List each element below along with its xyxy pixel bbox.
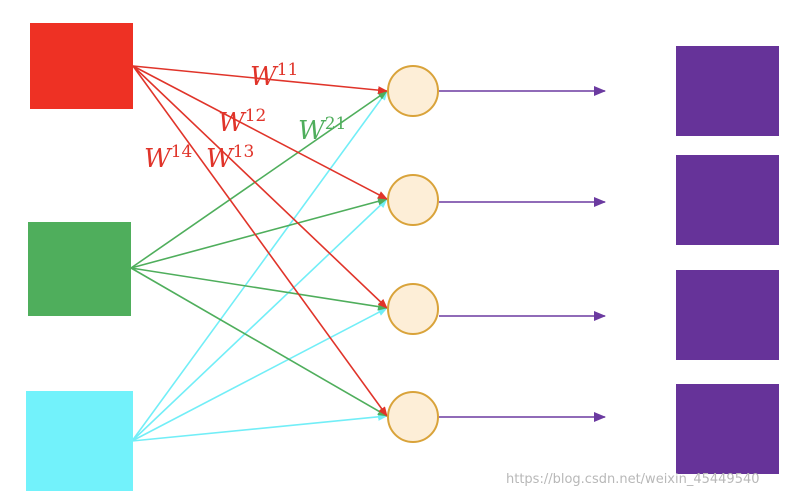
edge-red-to-node-2 (132, 65, 388, 200)
green-input-square (28, 222, 131, 316)
edge-green-to-node-4 (130, 267, 388, 417)
hidden-node-4 (387, 391, 439, 443)
edge-cyan-to-node-1 (131, 90, 388, 442)
edge-green-to-node-3 (130, 267, 388, 311)
output-square-2 (676, 155, 779, 245)
weight-label-w13: W13 (206, 142, 254, 174)
weight-label-w14: W14 (144, 142, 192, 174)
edge-green-to-node-2 (130, 197, 388, 269)
green-input-edges (130, 90, 388, 417)
weight-label-w11: W11 (250, 60, 298, 92)
red-input-edges (132, 65, 388, 417)
cyan-input-square (26, 391, 133, 491)
edge-cyan-to-node-3 (131, 307, 388, 442)
watermark-url: https://blog.csdn.net/weixin_45449540 (506, 472, 760, 487)
edge-cyan-to-node-2 (131, 198, 388, 442)
output-square-1 (676, 46, 779, 136)
hidden-node-3 (387, 283, 439, 335)
weight-label-w21: W21 (298, 114, 346, 146)
hidden-node-1 (387, 65, 439, 117)
edge-red-to-node-4 (132, 65, 388, 417)
weight-label-w12: W12 (218, 106, 266, 138)
cyan-input-edges (131, 90, 388, 442)
edge-red-to-node-3 (132, 65, 388, 309)
edge-red-to-node-1 (132, 65, 388, 95)
red-input-square (30, 23, 133, 109)
output-square-4 (676, 384, 779, 474)
hidden-node-2 (387, 174, 439, 226)
edge-green-to-node-1 (130, 90, 388, 269)
output-square-3 (676, 270, 779, 360)
edge-cyan-to-node-4 (131, 412, 388, 442)
